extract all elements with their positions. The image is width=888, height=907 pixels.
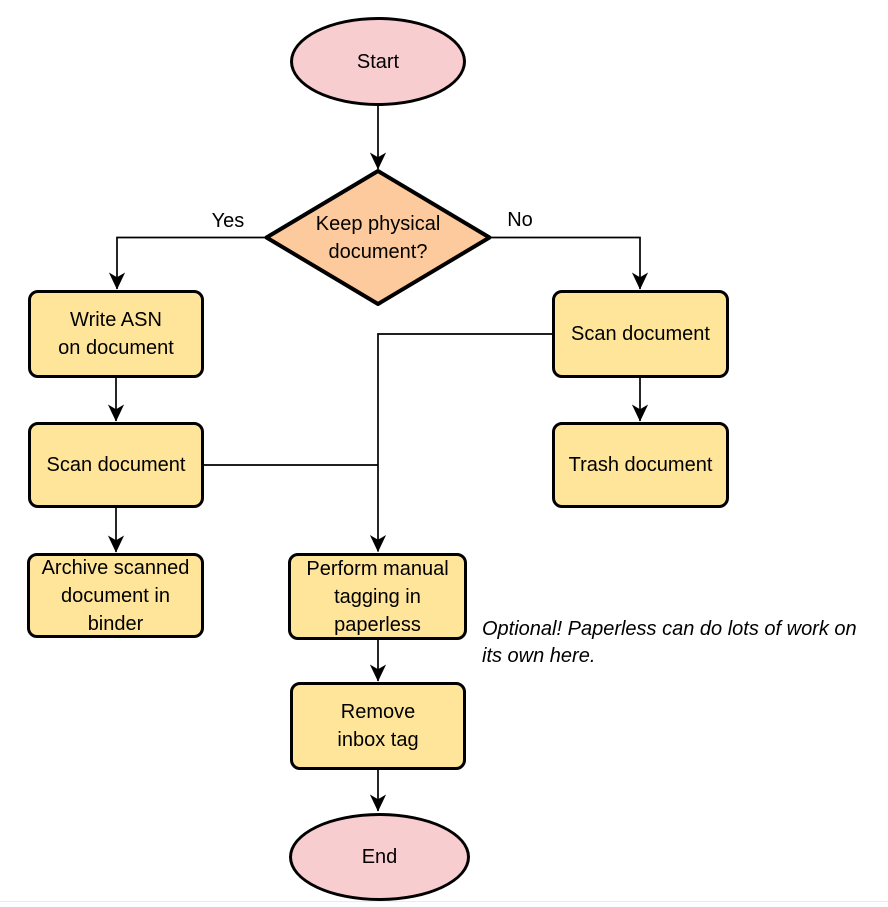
node-scan-left-label: Scan document bbox=[46, 454, 186, 476]
node-manual-tagging: Perform manual tagging in paperless bbox=[288, 553, 467, 640]
edge-label-yes: Yes bbox=[211, 210, 245, 232]
node-write-asn: Write ASN on document bbox=[28, 290, 204, 378]
node-remove-inbox-tag: Remove inbox tag bbox=[290, 682, 466, 770]
node-decision-label: Keep physical document? bbox=[266, 172, 490, 303]
edge-label-no: No bbox=[507, 209, 533, 231]
node-archive-scanned: Archive scanned document in binder bbox=[27, 553, 204, 638]
edge-decision-no-to-scan-right bbox=[489, 236, 649, 290]
decision-shape bbox=[264, 169, 492, 306]
node-end: End bbox=[289, 813, 470, 901]
page-bottom-edge bbox=[0, 901, 888, 907]
edge-decision-yes-to-write-asn bbox=[108, 236, 266, 290]
decision-text: Keep physical document? bbox=[315, 212, 441, 263]
node-scan-document-right: Scan document bbox=[552, 290, 729, 378]
node-scan-right-label: Scan document bbox=[571, 323, 710, 345]
node-remove-inbox-label: Remove inbox tag bbox=[337, 701, 419, 751]
edge-scan-right-to-tagging bbox=[369, 333, 552, 553]
node-archive-label: Archive scanned document in binder bbox=[41, 556, 190, 635]
optional-note: Optional! Paperless can do lots of work … bbox=[482, 618, 857, 667]
node-write-asn-label: Write ASN on document bbox=[58, 309, 174, 359]
node-trash-document: Trash document bbox=[552, 422, 729, 508]
node-tagging-label: Perform manual tagging in paperless bbox=[306, 557, 449, 636]
node-end-label: End bbox=[361, 846, 398, 868]
node-scan-document-left: Scan document bbox=[28, 422, 204, 508]
node-start: Start bbox=[290, 17, 466, 106]
node-start-label: Start bbox=[356, 50, 400, 73]
node-trash-label: Trash document bbox=[568, 454, 713, 476]
